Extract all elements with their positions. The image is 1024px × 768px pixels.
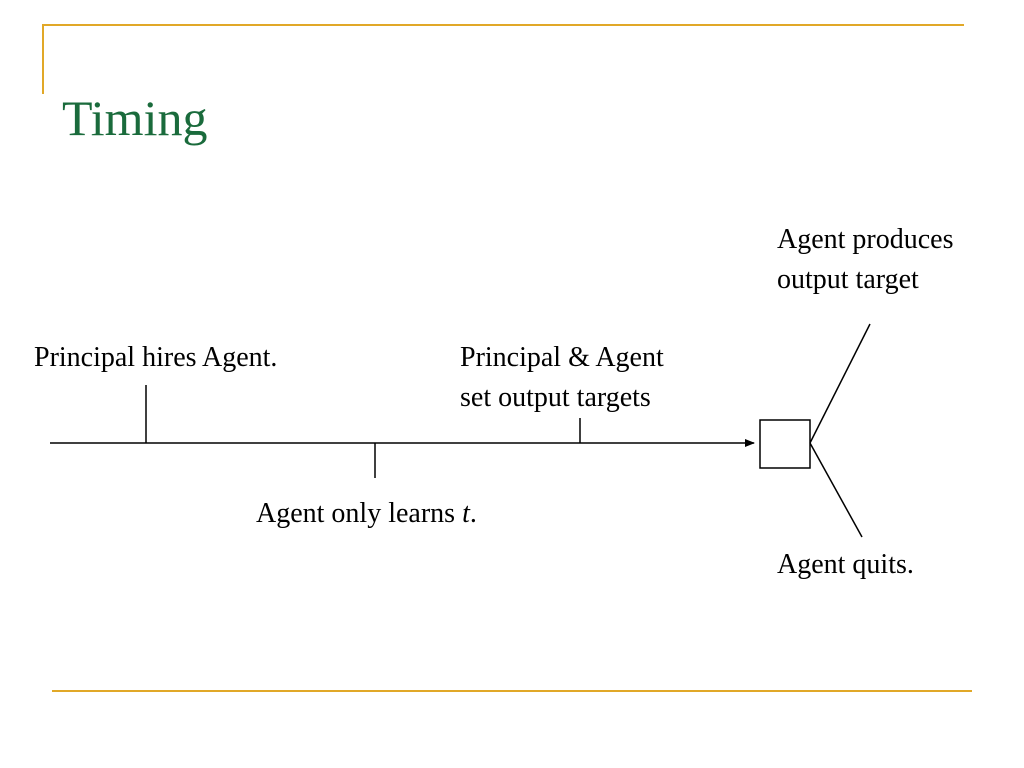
decision-node xyxy=(759,419,811,469)
event-targets-label-line1: Principal & Agent xyxy=(460,342,664,373)
slide-title: Timing xyxy=(62,90,208,146)
branch-quit xyxy=(809,442,863,538)
event-learn-suffix: . xyxy=(469,498,477,529)
branch-produce xyxy=(809,323,871,444)
event-targets-label-line2: set output targets xyxy=(460,382,651,413)
bottom-accent-rule xyxy=(52,690,972,692)
left-accent-rule xyxy=(42,24,44,94)
event-learn-prefix: Agent only learns xyxy=(256,498,463,529)
event-learn-variable: t xyxy=(462,498,470,529)
top-accent-rule xyxy=(42,24,964,26)
outcome-produce-label-line2: output target xyxy=(777,264,919,295)
outcome-quit-label: Agent quits. xyxy=(777,549,914,580)
event-learn-label: Agent only learns t. xyxy=(256,494,477,534)
event-hire-label: Principal hires Agent. xyxy=(34,342,278,373)
outcome-produce-label-line1: Agent produces xyxy=(777,224,954,255)
